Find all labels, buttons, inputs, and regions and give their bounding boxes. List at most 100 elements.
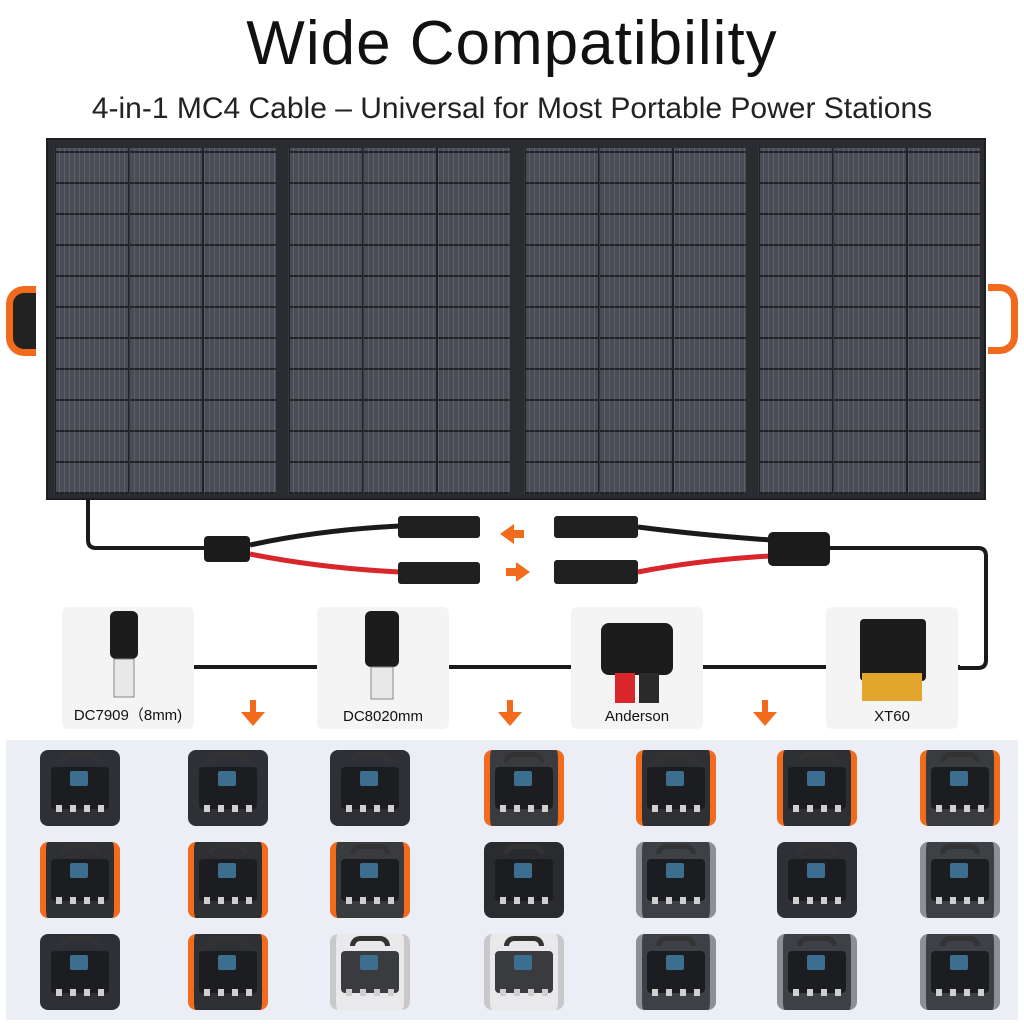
power-station-image bbox=[330, 750, 410, 826]
xt60-plug-icon bbox=[860, 619, 926, 701]
power-station-screen bbox=[666, 863, 685, 879]
power-station-image bbox=[188, 842, 268, 918]
power-station-screen bbox=[950, 863, 969, 879]
power-station-image bbox=[636, 842, 716, 918]
cable-black-out bbox=[830, 546, 988, 670]
y-connector-left bbox=[204, 536, 250, 562]
mc4-connector bbox=[398, 562, 480, 584]
cable-red-lower bbox=[249, 551, 401, 575]
power-station-screen bbox=[360, 771, 379, 787]
power-station-image bbox=[920, 842, 1000, 918]
power-station-image bbox=[330, 934, 410, 1010]
power-station-screen bbox=[70, 771, 89, 787]
connector-card-anderson: Anderson bbox=[571, 607, 703, 729]
mc4-connector bbox=[554, 560, 638, 584]
power-station-image bbox=[636, 934, 716, 1010]
connector-label: DC8020mm bbox=[342, 708, 424, 725]
solar-panel-section bbox=[54, 148, 276, 494]
power-station-topbar bbox=[349, 935, 391, 947]
power-station-ports bbox=[55, 896, 105, 905]
power-station-topbar bbox=[59, 843, 101, 855]
connector-card-dc8020: DC8020mm bbox=[317, 607, 449, 729]
mc4-connector bbox=[554, 516, 638, 538]
power-station-screen bbox=[218, 771, 237, 787]
connector-label: XT60 bbox=[874, 708, 910, 725]
cable-black-left bbox=[86, 500, 205, 550]
power-station-ports bbox=[499, 896, 549, 905]
power-station-topbar bbox=[207, 751, 249, 763]
power-station-topbar bbox=[503, 935, 545, 947]
power-station-ports bbox=[55, 804, 105, 813]
solar-panel-section bbox=[758, 148, 980, 494]
power-station-screen bbox=[360, 955, 379, 971]
power-station-screen bbox=[950, 955, 969, 971]
solar-panel-section bbox=[524, 148, 746, 494]
power-station-screen bbox=[514, 771, 533, 787]
carry-handle-left bbox=[6, 286, 36, 356]
power-station-topbar bbox=[349, 843, 391, 855]
power-station-ports bbox=[345, 804, 395, 813]
power-station-image bbox=[920, 750, 1000, 826]
power-station-image bbox=[484, 842, 564, 918]
power-station-image bbox=[484, 750, 564, 826]
power-station-screen bbox=[514, 863, 533, 879]
power-station-ports bbox=[499, 988, 549, 997]
power-station-topbar bbox=[207, 843, 249, 855]
solar-panel-section bbox=[288, 148, 510, 494]
power-station-image bbox=[777, 842, 857, 918]
power-station-image bbox=[636, 750, 716, 826]
power-station-screen bbox=[666, 771, 685, 787]
power-station-screen bbox=[218, 955, 237, 971]
connector-card-dc7909: DC7909（8mm) bbox=[62, 607, 194, 729]
power-station-screen bbox=[70, 955, 89, 971]
power-station-topbar bbox=[796, 751, 838, 763]
power-station-topbar bbox=[655, 843, 697, 855]
power-station-image bbox=[40, 842, 120, 918]
power-station-image bbox=[920, 934, 1000, 1010]
power-station-topbar bbox=[796, 843, 838, 855]
power-station-topbar bbox=[655, 751, 697, 763]
power-station-ports bbox=[792, 896, 842, 905]
power-station-topbar bbox=[349, 751, 391, 763]
power-station-image bbox=[484, 934, 564, 1010]
power-station-image bbox=[188, 750, 268, 826]
y-connector-right bbox=[768, 532, 830, 566]
dc8020-plug-icon bbox=[365, 611, 399, 700]
power-station-topbar bbox=[655, 935, 697, 947]
power-station-screen bbox=[950, 771, 969, 787]
cable-black-right bbox=[637, 524, 771, 543]
power-station-ports bbox=[203, 988, 253, 997]
page-subtitle: 4-in-1 MC4 Cable – Universal for Most Po… bbox=[91, 92, 933, 125]
power-station-ports bbox=[55, 988, 105, 997]
solar-panel bbox=[46, 138, 986, 500]
power-station-ports bbox=[499, 804, 549, 813]
power-station-topbar bbox=[939, 751, 981, 763]
power-station-screen bbox=[807, 771, 826, 787]
power-station-image bbox=[40, 750, 120, 826]
power-station-ports bbox=[651, 896, 701, 905]
dc7909-plug-icon bbox=[110, 611, 138, 698]
power-station-ports bbox=[792, 804, 842, 813]
power-station-ports bbox=[935, 896, 985, 905]
power-station-screen bbox=[218, 863, 237, 879]
power-station-topbar bbox=[59, 935, 101, 947]
power-station-topbar bbox=[939, 935, 981, 947]
power-station-screen bbox=[70, 863, 89, 879]
power-station-image bbox=[188, 934, 268, 1010]
power-station-ports bbox=[203, 804, 253, 813]
mc4-connector bbox=[398, 516, 480, 538]
power-station-image bbox=[40, 934, 120, 1010]
cable-red-right bbox=[637, 553, 771, 575]
power-station-topbar bbox=[207, 935, 249, 947]
page-title: Wide Compatibility bbox=[246, 9, 778, 78]
power-station-topbar bbox=[796, 935, 838, 947]
power-station-topbar bbox=[59, 751, 101, 763]
power-station-topbar bbox=[939, 843, 981, 855]
connector-label: DC7909（8mm) bbox=[73, 707, 183, 724]
power-station-ports bbox=[935, 804, 985, 813]
carry-handle-right bbox=[988, 284, 1018, 354]
power-station-topbar bbox=[503, 751, 545, 763]
power-station-ports bbox=[792, 988, 842, 997]
power-station-image bbox=[777, 750, 857, 826]
power-station-screen bbox=[360, 863, 379, 879]
